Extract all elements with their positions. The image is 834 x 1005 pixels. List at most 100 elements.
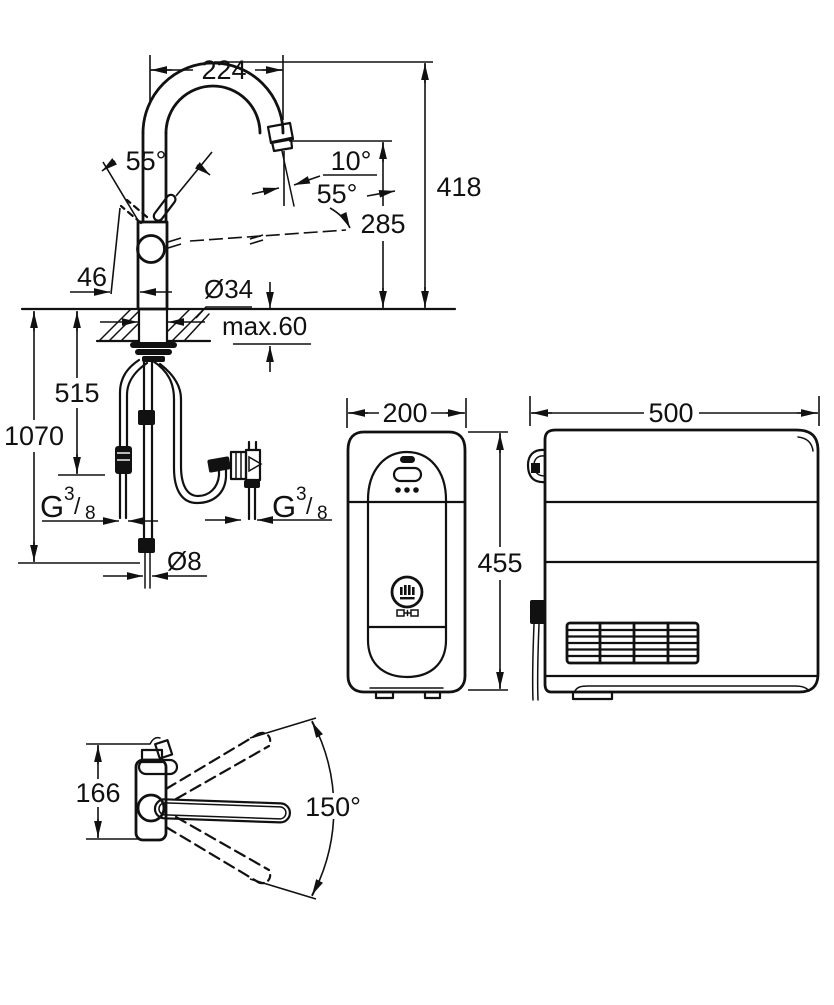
dim-spout-reach: 224 [149,55,284,120]
cooler-front-logo [390,575,424,617]
thread-right-num: 3 [296,484,307,505]
lever-handle [152,193,177,222]
water-stream-line [281,150,295,207]
dim-label-spout-reach: 224 [201,55,246,85]
dim-swivel-angle: 150° [249,717,366,900]
thread-right-slash: / [306,493,313,519]
button-oval-icon [392,466,423,483]
cooler-front-panel [366,450,448,679]
supply-hoses [115,358,263,589]
cooler-front-body [346,430,467,694]
hose-end-fitting [138,538,155,553]
dim-cooler-depth: 500 [529,396,820,428]
top-knob-circle [136,793,166,823]
swivel-position-upper [164,731,272,801]
cooler-front-foot-left [374,690,395,700]
spout-top-outline [153,798,292,824]
cooler-side-body [543,428,820,694]
cooler-side-foot [571,690,614,701]
cooler-side-view: 500 [526,396,820,701]
dim-cooler-height: 455 [468,431,523,691]
dim-label-hose-length-long: 1070 [4,421,64,451]
faucet-spout [141,61,295,224]
spout-inner-arc [164,84,262,135]
faucet-top-view: 150° 166 [75,717,366,900]
hose-collar [142,356,165,362]
thread-left-slash: / [74,493,81,519]
faucet-body [102,151,347,311]
dim-label-outlet-height: 285 [360,209,405,239]
dim-label-lever-offset: 46 [77,262,107,292]
cooler-front-controls [392,456,423,493]
lever-axis-extension-down [110,207,121,295]
lever-axis-right-leg [175,151,213,197]
indicator-dot-3 [413,487,419,493]
spout-top-inner [158,802,287,820]
power-cable [530,600,545,701]
power-plug [530,600,545,624]
center-hose [138,360,155,589]
thread-left-den: 8 [85,503,96,524]
dim-label-lever-angle-side: 55° [317,179,358,209]
dim-label-hose-length-short: 515 [54,378,99,408]
indicator-dot-1 [395,487,401,493]
dim-stream-angle: 10° [251,146,377,196]
angle-valve [229,440,263,521]
s-hose-to-valve [151,359,263,521]
left-connection-hose [115,358,149,520]
wall-hook [526,448,547,484]
dim-label-cooler-depth: 500 [648,398,693,428]
status-window-icon [400,456,415,463]
dim-label-cooler-height: 455 [477,548,522,578]
dim-hose-diameter: Ø8 [103,546,207,580]
cooler-side-base-recess [574,685,810,692]
dim-label-lever-angle-up: 55° [126,146,167,176]
dim-total-height: 418 [214,61,482,308]
lever-base-plate [140,748,164,764]
dim-label-faucet-depth: 166 [75,778,120,808]
hose-valve-nut [207,456,231,473]
cooler-side-lid-seam [797,436,814,452]
dim-label-cooler-width: 200 [382,398,427,428]
thread-right-den: 8 [317,503,328,524]
cooler-front-view: 200 455 [346,398,523,700]
thread-left-num: 3 [64,484,75,505]
cooler-front-foot-right [423,690,442,700]
dim-label-hose-diameter: Ø8 [167,546,202,576]
lever-handle-dashed [125,198,149,219]
dim-lever-angle-up: 55° [101,146,211,176]
hose-union-fitting [138,410,155,425]
swivel-position-lower [164,815,272,885]
dim-label-body-diameter: Ø34 [204,274,253,304]
logo-ring-icon [390,575,424,609]
dim-body-diameter: Ø34 [100,274,253,326]
dim-label-deck-thickness: max.60 [222,311,307,341]
faucet-front-view: 224 418 285 55° 55° [4,55,482,589]
dim-hose-length-short: 515 [54,311,105,476]
dim-thread-left: G 3 / 8 [40,484,158,525]
dim-faucet-depth: 166 [75,743,150,840]
lever-squiggle [149,736,161,745]
dim-label-swivel-angle: 150° [305,792,361,822]
faucet-top-body [134,736,292,842]
thread-left-g: G [40,489,64,524]
lever-nub [154,739,174,760]
vent-grille [565,621,700,665]
dim-lever-angle-side: 55° [317,179,396,229]
valve-collar [244,480,260,488]
knob-circle [136,234,166,264]
dim-lever-offset: 46 [70,262,172,296]
dim-deck-thickness: max.60 [222,282,311,372]
mounting-nut [130,342,177,348]
spout-outlet [266,121,295,153]
dim-label-total-height: 418 [436,172,481,202]
dim-cooler-width: 200 [346,398,467,428]
lever-down-centerline [167,229,347,249]
counter-hatching [95,308,212,343]
dim-label-stream-angle: 10° [331,146,372,176]
mounting-washer [135,349,172,355]
thread-right-g: G [272,489,296,524]
dim-thread-right: G 3 / 8 [205,484,332,524]
